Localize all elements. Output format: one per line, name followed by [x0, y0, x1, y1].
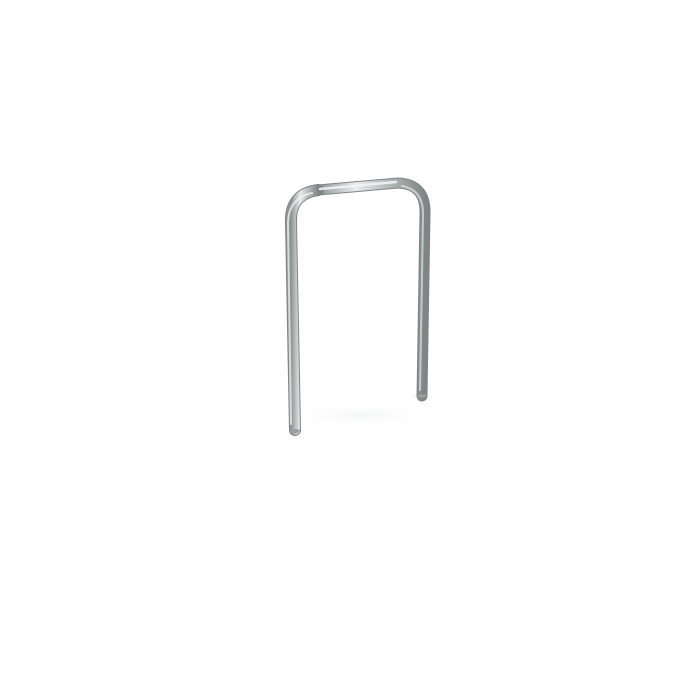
hoop-top-rail-sheen — [318, 180, 398, 191]
right-leg-end-cap — [417, 394, 427, 398]
hoop-right-leg — [312, 177, 431, 402]
hoop-left-sheen — [286, 192, 313, 425]
hoop-right-leg-highlight — [313, 178, 430, 401]
ground-shadow-floor — [280, 401, 440, 429]
hoop-left-leg-highlight — [286, 185, 323, 435]
hoop-right-sheen — [401, 185, 425, 391]
left-leg-end-cap — [290, 429, 300, 433]
